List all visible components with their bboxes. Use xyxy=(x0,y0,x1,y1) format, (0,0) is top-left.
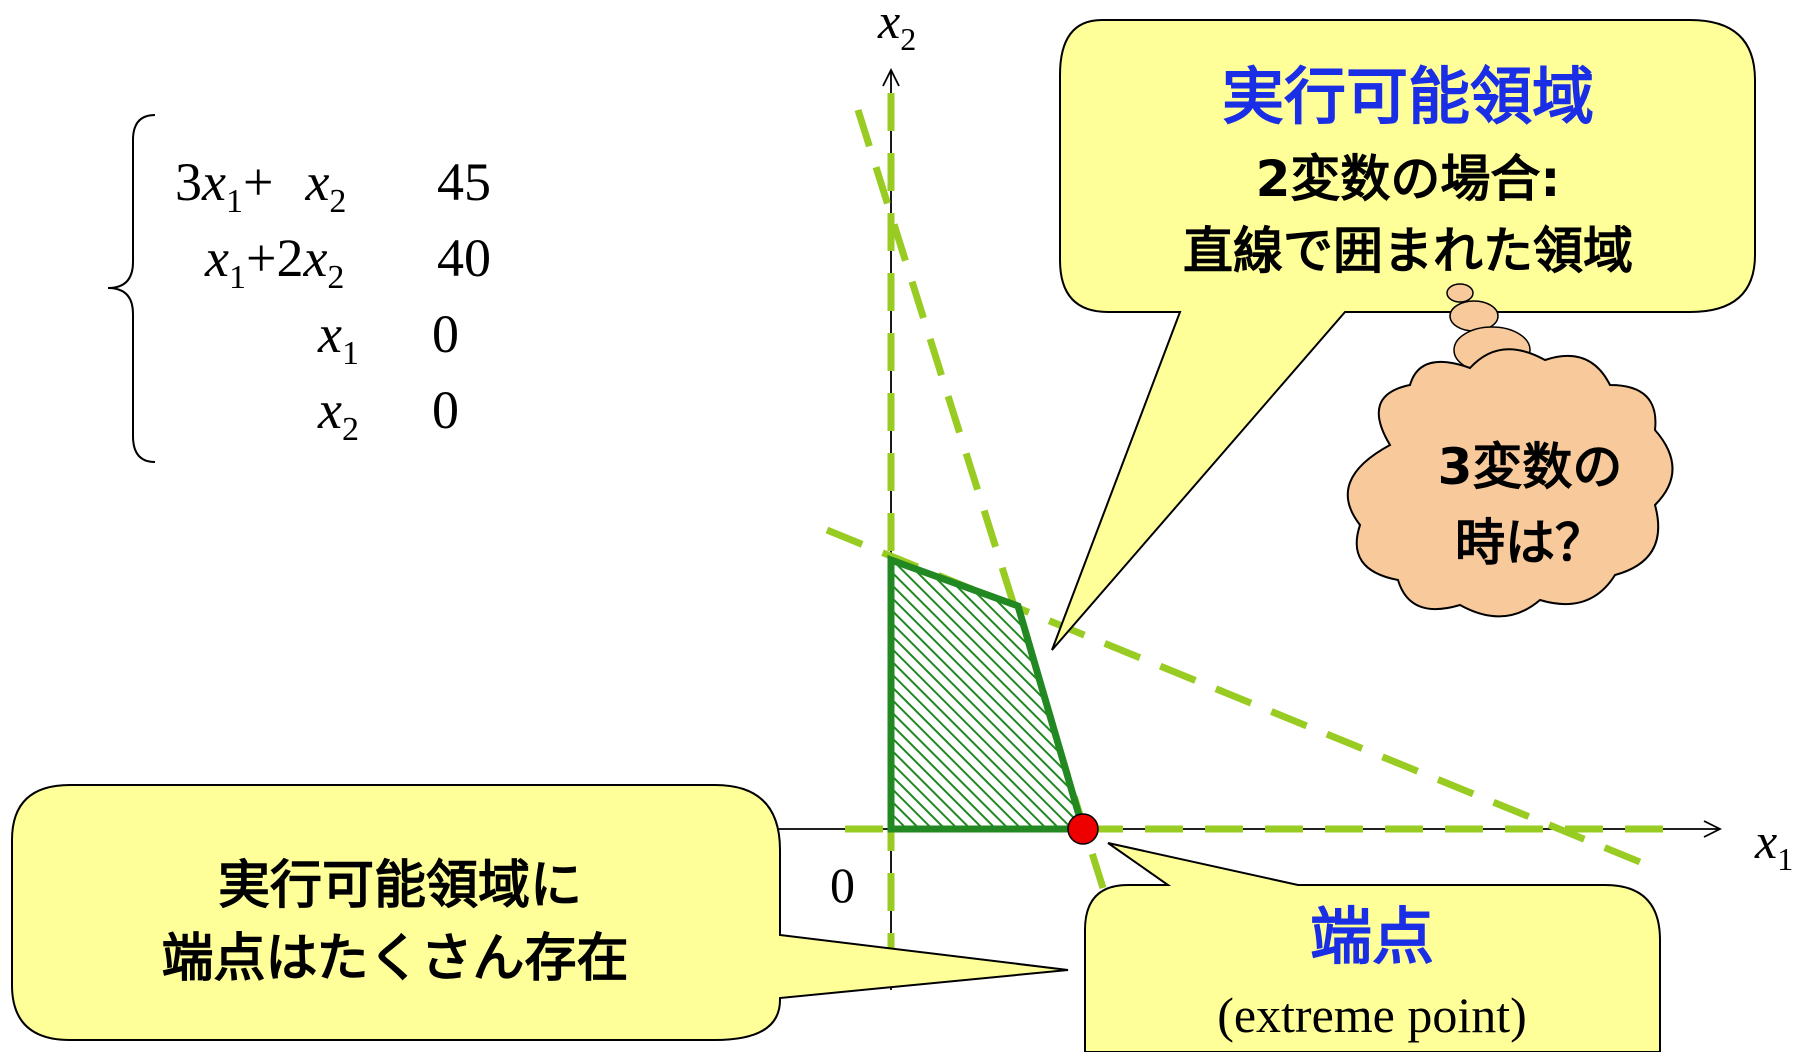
extreme-point-marker xyxy=(1067,813,1099,845)
origin-label: 0 xyxy=(830,857,855,913)
callout-extreme-point: 端点 (extreme point) xyxy=(1084,842,1661,1052)
thought-cloud-body xyxy=(1346,348,1674,618)
y-axis-label: x2 xyxy=(877,0,916,57)
constraint-system: 3x1+x2 45 x1+2x2 40 x1 0 x2 0 xyxy=(107,114,491,463)
callout-feasible-region: 実行可能領域 2変数の場合: 直線で囲まれた領域 xyxy=(1051,19,1756,651)
feasible-region-line1: 2変数の場合: xyxy=(1256,150,1561,208)
constraint-row-2: x1+2x2 xyxy=(204,228,344,296)
constraint-row-3: x1 xyxy=(317,304,359,372)
constraint-row-4: x2 xyxy=(317,380,359,448)
constraint-row-1: 3x1+x2 xyxy=(175,152,346,220)
feasible-region xyxy=(887,555,1088,833)
thought-bubble-small xyxy=(1446,283,1474,303)
x-axis-label: x1 xyxy=(1754,813,1793,877)
extreme-point-subtitle: (extreme point) xyxy=(1217,987,1527,1043)
cloud-line1: 3変数の xyxy=(1438,438,1623,496)
feasible-region-title: 実行可能領域 xyxy=(1222,60,1594,133)
constraint-row-4-rhs: 0 xyxy=(432,380,459,440)
constraint-row-1-rhs: 45 xyxy=(437,152,491,212)
constraint-row-3-rhs: 0 xyxy=(432,304,459,364)
thought-cloud: 3変数の 時は？ xyxy=(1346,283,1674,618)
many-extreme-line1: 実行可能領域に xyxy=(218,856,582,916)
feasible-region-line2: 直線で囲まれた領域 xyxy=(1183,222,1633,280)
callout-many-extreme-points: 実行可能領域に 端点はたくさん存在 xyxy=(11,784,1069,1041)
cloud-line2: 時は？ xyxy=(1455,514,1605,572)
constraint-row-2-rhs: 40 xyxy=(437,228,491,288)
system-brace xyxy=(107,114,156,463)
many-extreme-line2: 端点はたくさん存在 xyxy=(162,929,629,989)
extreme-point-title: 端点 xyxy=(1310,900,1434,973)
